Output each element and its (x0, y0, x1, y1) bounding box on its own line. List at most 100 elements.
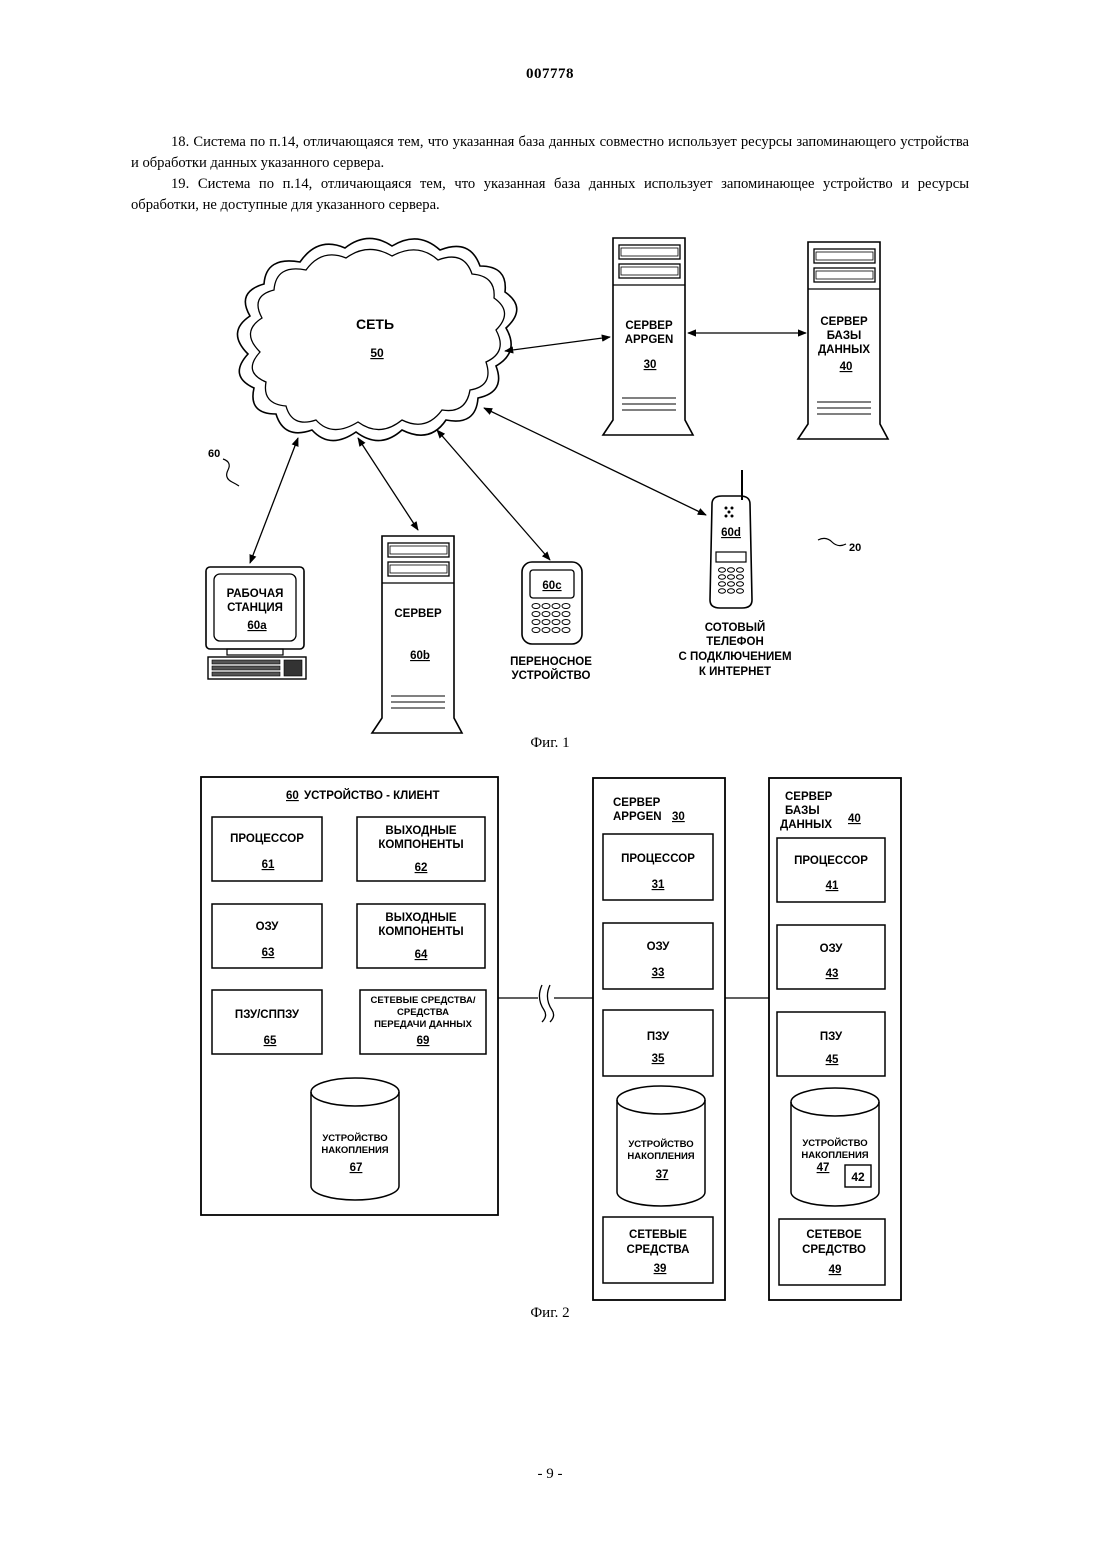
db-ram-label: ОЗУ (820, 943, 844, 955)
portable-device-icon: 60c ПЕРЕНОСНОЕ УСТРОЙСТВО (510, 562, 592, 682)
db-net-ref: 49 (829, 1264, 842, 1276)
client-net-label-2: СРЕДСТВА (397, 1007, 449, 1018)
appgen-ram-ref: 33 (652, 967, 665, 979)
client-out1-ref: 62 (415, 862, 428, 874)
db-storage-cylinder: УСТРОЙСТВО НАКОПЛЕНИЯ 47 42 (791, 1088, 879, 1206)
client-storage-ref: 67 (350, 1162, 363, 1174)
client-rom-label: ПЗУ/СППЗУ (235, 1009, 300, 1021)
client-server-label: СЕРВЕР (394, 608, 442, 620)
portable-label-1: ПЕРЕНОСНОЕ (510, 656, 592, 668)
db-label-2: БАЗЫ (827, 330, 862, 342)
db-server-tower: СЕРВЕР БАЗЫ ДАННЫХ 40 (798, 242, 888, 439)
client-net-label-1: СЕТЕВЫЕ СРЕДСТВА/ (370, 995, 475, 1006)
cellphone-label-4: К ИНТЕРНЕТ (699, 666, 771, 678)
fig2-diagram: 60 УСТРОЙСТВО - КЛИЕНТ ПРОЦЕССОР 61 ВЫХО… (201, 777, 901, 1300)
db-block-label-2: БАЗЫ (785, 805, 820, 817)
client-out2-ref: 64 (415, 949, 428, 961)
cellphone-label-2: ТЕЛЕФОН (706, 636, 764, 648)
arrow-network-workstation (250, 438, 298, 563)
db-storage-label-2: НАКОПЛЕНИЯ (801, 1150, 868, 1161)
page-number: - 9 - (0, 1466, 1100, 1483)
db-label-1: СЕРВЕР (820, 316, 868, 328)
appgen-net-label-2: СРЕДСТВА (627, 1244, 690, 1256)
appgen-storage-label-1: УСТРОЙСТВО (628, 1138, 693, 1150)
appgen-rom-ref: 35 (652, 1053, 665, 1065)
link-break-mark-1 (539, 985, 545, 1022)
client-out2-label-1: ВЫХОДНЫЕ (385, 912, 456, 924)
workstation-label-2: СТАНЦИЯ (227, 602, 283, 614)
portable-ref: 60c (542, 580, 562, 592)
fig1-caption: Фиг. 1 (0, 735, 1100, 752)
appgen-net-ref: 39 (654, 1263, 667, 1275)
db-label-3: ДАННЫХ (818, 344, 870, 356)
client-net-label-3: ПЕРЕДАЧИ ДАННЫХ (374, 1019, 473, 1030)
db-cpu-ref: 41 (826, 880, 839, 892)
db-server-block: СЕРВЕР БАЗЫ ДАННЫХ 40 ПРОЦЕССОР 41 ОЗУ 4… (769, 778, 901, 1300)
client-rom-ref: 65 (264, 1035, 277, 1047)
client-device-block: 60 УСТРОЙСТВО - КЛИЕНТ ПРОЦЕССОР 61 ВЫХО… (201, 777, 498, 1215)
client-ram-ref: 63 (262, 947, 275, 959)
db-storage-label-1: УСТРОЙСТВО (802, 1137, 867, 1149)
db-rom-ref: 45 (826, 1054, 839, 1066)
ref-clients: 60 (208, 448, 220, 460)
appgen-server-block: СЕРВЕР APPGEN 30 ПРОЦЕССОР 31 ОЗУ 33 ПЗУ… (593, 778, 725, 1300)
network-cloud: СЕТЬ 50 (237, 238, 516, 440)
ref-system-leader (818, 538, 846, 545)
client-storage-cylinder: УСТРОЙСТВО НАКОПЛЕНИЯ 67 (311, 1078, 399, 1200)
ref-clients-leader (223, 459, 239, 486)
appgen-block-ref: 30 (672, 811, 685, 823)
workstation-icon: РАБОЧАЯ СТАНЦИЯ 60a (206, 567, 306, 679)
appgen-cpu-label: ПРОЦЕССОР (621, 853, 695, 865)
appgen-label-2: APPGEN (625, 334, 674, 346)
fig2-caption: Фиг. 2 (0, 1305, 1100, 1322)
cellphone-icon: 60d СОТОВЫЙ ТЕЛЕФОН С ПОДКЛЮЧЕНИЕМ К ИНТ… (678, 470, 791, 678)
appgen-cpu-ref: 31 (652, 879, 665, 891)
client-out1-label-2: КОМПОНЕНТЫ (378, 839, 463, 851)
appgen-ram-label: ОЗУ (647, 941, 671, 953)
cellphone-label-3: С ПОДКЛЮЧЕНИЕМ (678, 651, 791, 663)
arrow-network-phone (484, 408, 706, 515)
arrow-network-appgen (505, 337, 610, 351)
client-title: УСТРОЙСТВО - КЛИЕНТ (304, 789, 440, 802)
client-server-tower: СЕРВЕР 60b (372, 536, 462, 733)
db-ref: 40 (840, 361, 853, 373)
link-break-mark-2 (547, 985, 553, 1022)
appgen-server-tower: СЕРВЕР APPGEN 30 (603, 238, 693, 435)
db-block-ref: 40 (848, 813, 861, 825)
client-storage-label-2: НАКОПЛЕНИЯ (321, 1145, 388, 1156)
db-rom-label: ПЗУ (820, 1031, 843, 1043)
client-out1-label-1: ВЫХОДНЫЕ (385, 825, 456, 837)
client-cpu-ref: 61 (262, 859, 275, 871)
cellphone-ref: 60d (721, 527, 741, 539)
db-block-label-1: СЕРВЕР (785, 791, 833, 803)
cellphone-label-1: СОТОВЫЙ (705, 621, 765, 634)
workstation-ref: 60a (247, 620, 267, 632)
db-block-label-3: ДАННЫХ (780, 819, 832, 831)
client-ref: 60 (286, 790, 299, 802)
db-ram-ref: 43 (826, 968, 839, 980)
workstation-label-1: РАБОЧАЯ (227, 588, 284, 600)
network-label: СЕТЬ (356, 316, 394, 332)
appgen-storage-label-2: НАКОПЛЕНИЯ (627, 1151, 694, 1162)
db-net-label-2: СРЕДСТВО (802, 1244, 866, 1256)
db-cpu-label: ПРОЦЕССОР (794, 855, 868, 867)
appgen-ref: 30 (644, 359, 657, 371)
arrow-network-server (358, 438, 418, 530)
client-out2-label-2: КОМПОНЕНТЫ (378, 926, 463, 938)
portable-label-2: УСТРОЙСТВО (512, 669, 591, 682)
appgen-block-label-1: СЕРВЕР (613, 797, 661, 809)
db-storage-ref: 47 (817, 1162, 830, 1174)
db-net-label-1: СЕТЕВОЕ (806, 1229, 862, 1241)
appgen-label-1: СЕРВЕР (625, 320, 673, 332)
client-cpu-label: ПРОЦЕССОР (230, 833, 304, 845)
client-storage-label-1: УСТРОЙСТВО (322, 1132, 387, 1144)
appgen-rom-label: ПЗУ (647, 1031, 670, 1043)
appgen-storage-cylinder: УСТРОЙСТВО НАКОПЛЕНИЯ 37 (617, 1086, 705, 1206)
db-database-ref: 42 (851, 1170, 865, 1184)
client-net-ref: 69 (417, 1035, 430, 1047)
client-ram-label: ОЗУ (256, 921, 280, 933)
appgen-net-label-1: СЕТЕВЫЕ (629, 1229, 687, 1241)
ref-system: 20 (849, 542, 861, 554)
